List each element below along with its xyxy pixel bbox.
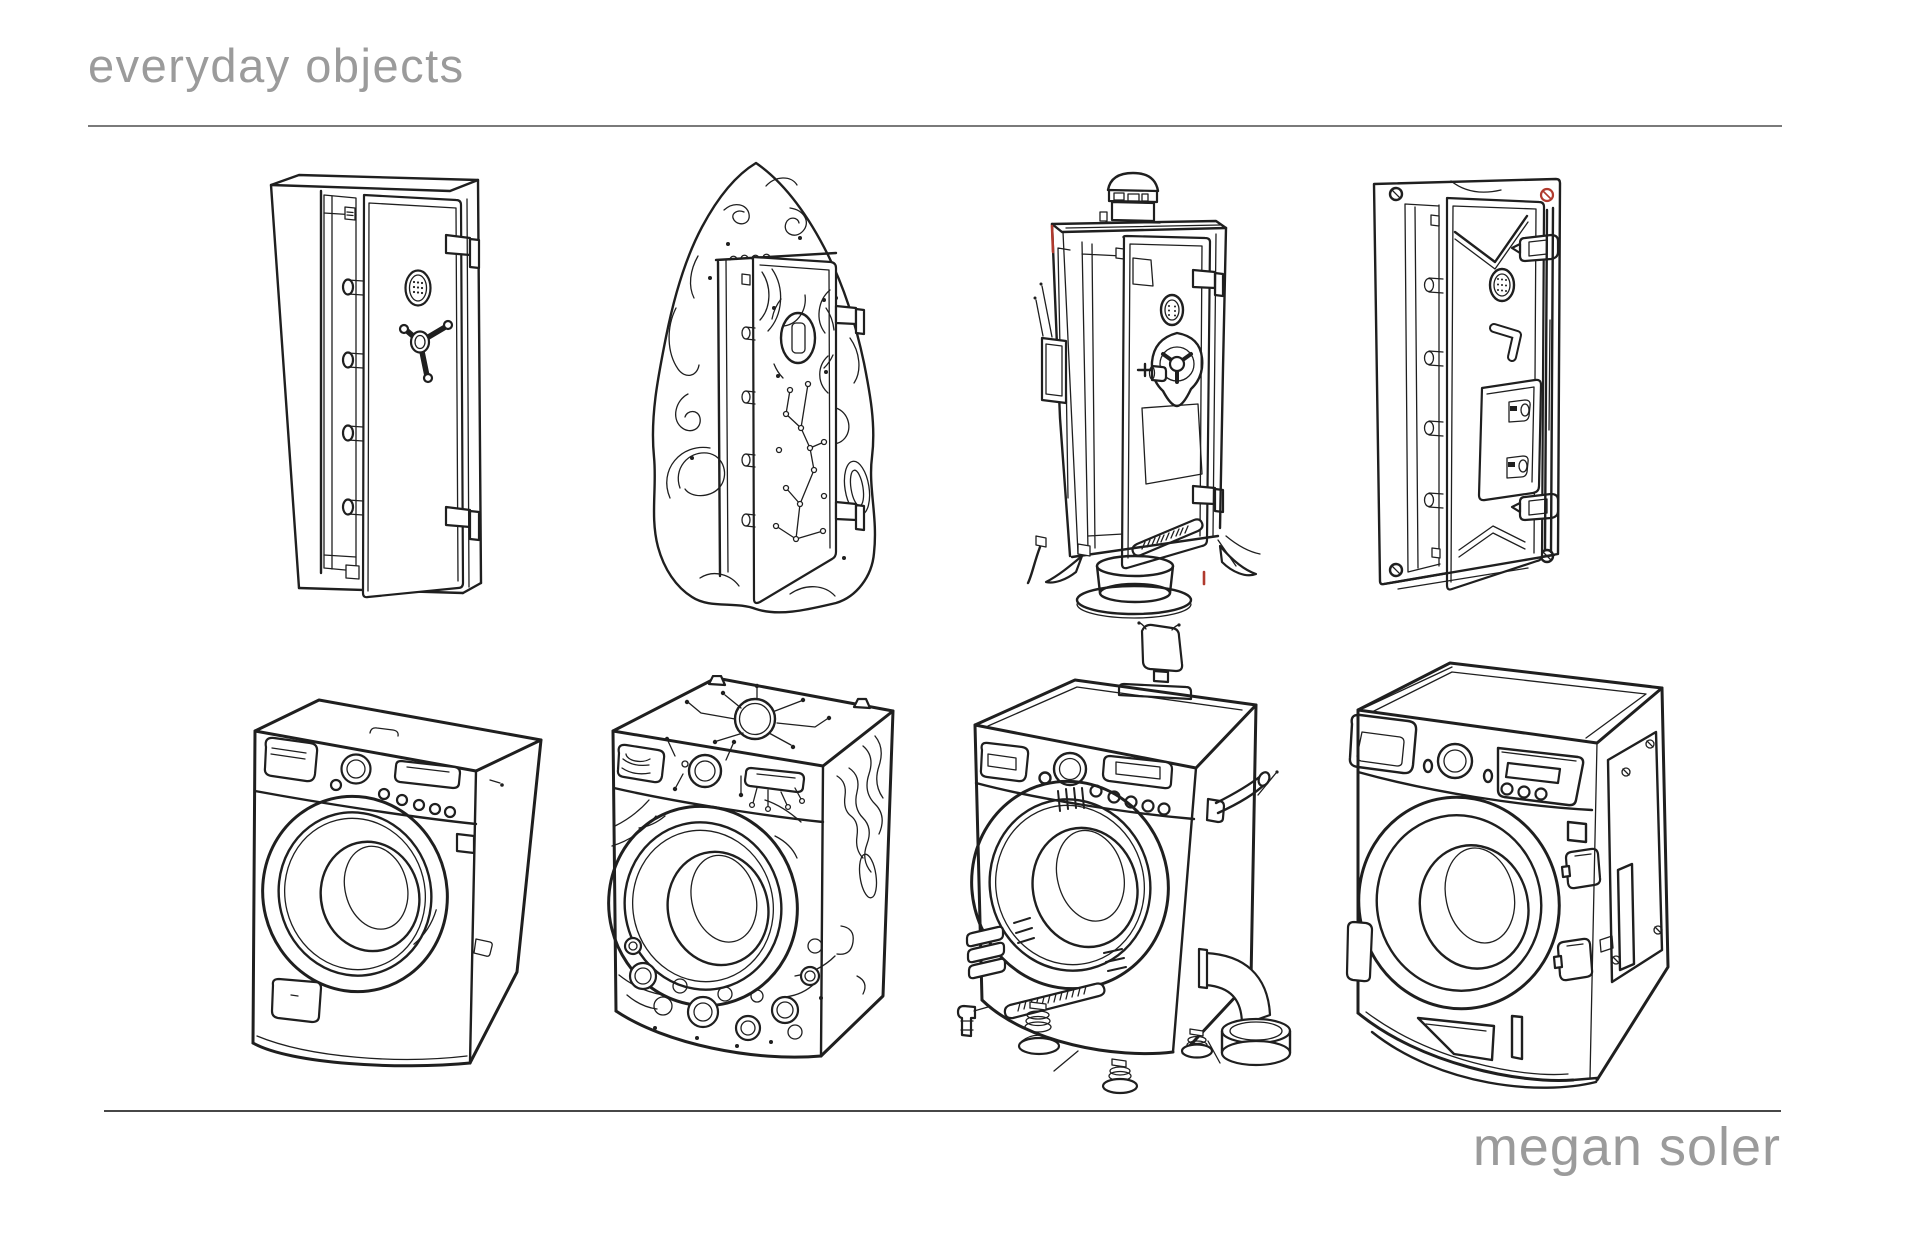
page-title: everyday objects	[88, 39, 465, 92]
illustration-washer-ornate	[605, 675, 899, 1073]
illustration-washer-armored	[1340, 658, 1678, 1096]
illustration-washer-standard	[250, 691, 550, 1071]
washer-standard-drawing	[251, 698, 543, 1068]
illustration-safe-scifi-walker	[1018, 166, 1266, 644]
washer-scifi-drawing	[956, 621, 1292, 1095]
illustration-safe-standard	[268, 173, 484, 607]
safe-armored-drawing	[1372, 177, 1562, 591]
illustration-safe-stone-monolith	[638, 156, 886, 622]
washer-ornate-drawing	[607, 675, 895, 1059]
footer-divider	[104, 1110, 1781, 1112]
safe-standard-drawing	[269, 173, 483, 599]
illustration-washer-scifi	[956, 621, 1296, 1103]
safe-stone-monolith-drawing	[651, 161, 877, 614]
artist-name: megan soler	[1472, 1117, 1781, 1177]
illustration-safe-armored	[1366, 168, 1570, 614]
header-divider	[88, 125, 1782, 127]
washer-armored-drawing	[1345, 661, 1670, 1089]
safe-scifi-walker-drawing	[1026, 171, 1261, 619]
